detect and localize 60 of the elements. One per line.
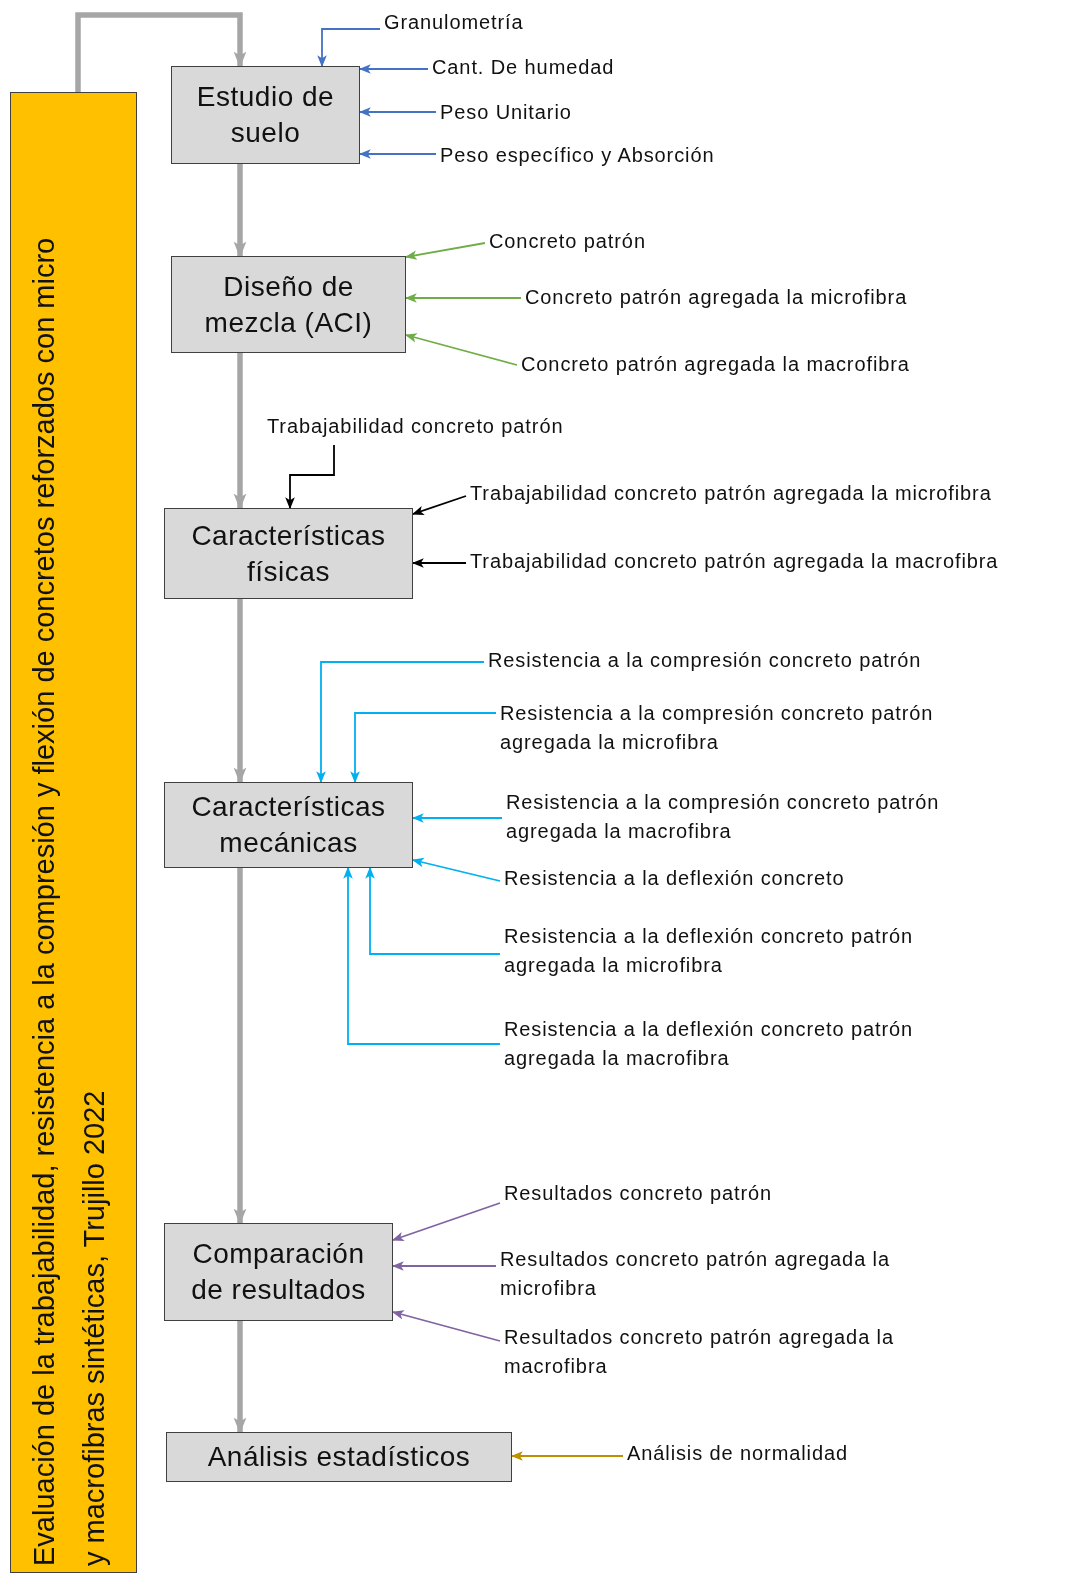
input-label: Resultados concreto patrón agregada la macrofibra — [504, 1323, 899, 1381]
arrow — [350, 712, 497, 784]
arrow — [233, 1321, 247, 1434]
vertical-title: Evaluación de la trabajabilidad, resistencia a la compresión y flexión de concretos reforzados con micro y macrofibras sintéticas, Trujillo 2022 — [26, 236, 111, 1566]
title-band — [10, 92, 137, 1573]
process-box — [164, 508, 413, 599]
input-label: Concreto patrón agregada la macrofibra — [521, 350, 910, 379]
arrow — [233, 599, 247, 784]
arrow — [391, 1261, 497, 1271]
arrow — [343, 866, 501, 1045]
input-label: Análisis de normalidad — [627, 1439, 849, 1468]
input-label: Resultados concreto patrón agregada la microfibra — [500, 1245, 895, 1303]
arrow — [233, 868, 247, 1225]
arrow — [404, 242, 486, 260]
box-label: Estudio de suelo — [195, 80, 336, 150]
input-label: Resistencia a la compresión concreto patrón agregada la macrofibra — [506, 788, 1026, 846]
process-box — [166, 1432, 512, 1482]
input-label: Concreto patrón agregada la microfibra — [525, 283, 908, 312]
arrow — [317, 28, 381, 68]
arrow — [75, 12, 247, 92]
arrow — [391, 1310, 501, 1342]
arrow — [365, 866, 501, 955]
arrow — [358, 107, 437, 117]
input-label: Trabajabilidad concreto patrón — [267, 412, 564, 441]
process-box — [171, 66, 360, 164]
input-label: Trabajabilidad concreto patrón agregada la macrofibra — [470, 547, 999, 576]
input-label: Resistencia a la compresión concreto patrón agregada la microfibra — [500, 699, 1020, 757]
arrow — [316, 661, 485, 784]
input-label: Cant. De humedad — [432, 53, 615, 82]
input-label: Concreto patrón — [489, 227, 646, 256]
arrow — [233, 353, 247, 510]
box-label: Características físicas — [190, 518, 387, 589]
input-label: Granulometría — [384, 8, 524, 37]
process-box — [171, 256, 406, 353]
box-label: Comparación de resultados — [190, 1237, 367, 1307]
arrow — [233, 164, 247, 258]
input-label: Resistencia a la compresión concreto patrón — [488, 646, 922, 675]
arrow — [285, 444, 335, 510]
input-label: Resistencia a la deflexión concreto patrón agregada la microfibra — [504, 922, 974, 980]
input-label: Peso específico y Absorción — [440, 141, 715, 170]
arrow — [411, 558, 467, 568]
arrow — [358, 149, 437, 159]
arrow — [411, 813, 503, 823]
arrow — [404, 293, 522, 303]
input-label: Peso Unitario — [440, 98, 572, 127]
arrow — [510, 1451, 624, 1461]
process-box — [164, 782, 413, 868]
input-label: Trabajabilidad concreto patrón agregada la microfibra — [470, 479, 992, 508]
box-label: Análisis estadísticos — [207, 1440, 471, 1474]
box-label: Características mecánicas — [190, 790, 387, 860]
arrow — [411, 495, 467, 516]
input-label: Resistencia a la deflexión concreto — [504, 864, 845, 893]
input-label: Resistencia a la deflexión concreto patrón agregada la macrofibra — [504, 1015, 974, 1073]
arrow — [404, 333, 518, 366]
arrow — [391, 1202, 501, 1241]
arrow — [358, 64, 429, 74]
process-box — [164, 1223, 393, 1321]
input-label: Resultados concreto patrón — [504, 1179, 772, 1208]
arrow — [411, 857, 501, 882]
box-label: Diseño de mezcla (ACI) — [203, 269, 374, 340]
